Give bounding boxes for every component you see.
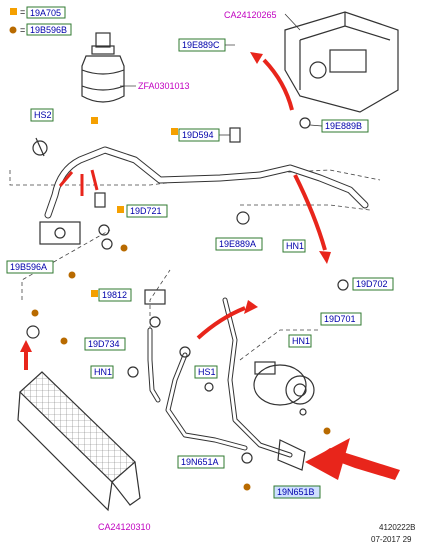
label-19d701: 19D701 <box>324 314 356 324</box>
label-19d734: 19D734 <box>88 339 120 349</box>
callout-ca24120310: CA24120310 <box>98 522 151 532</box>
hvac-unit-icon <box>284 11 399 113</box>
label-19n651a: 19N651A <box>181 457 219 467</box>
orange-square-marker <box>91 290 98 297</box>
orange-square-marker <box>117 206 124 213</box>
compressor-icon <box>253 361 315 416</box>
label-19e889c: 19E889C <box>182 40 220 50</box>
legend-code-19a705: 19A705 <box>30 8 61 18</box>
label-19812: 19812 <box>102 290 127 300</box>
brown-dot-marker <box>323 427 331 435</box>
label-19d721: 19D721 <box>130 206 162 216</box>
svg-text:=: = <box>20 25 25 35</box>
label-hs2: HS2 <box>34 110 52 120</box>
label-19d594: 19D594 <box>182 130 214 140</box>
label-hn1-top: HN1 <box>286 241 304 251</box>
red-arrow-icon <box>293 174 327 251</box>
legend-code-19b596b: 19B596B <box>30 25 67 35</box>
dashed-pipe-outline <box>9 169 381 186</box>
label-19e889a: 19E889A <box>219 239 256 249</box>
brown-dot-marker <box>68 271 76 279</box>
label-hn1-mid: HN1 <box>94 367 112 377</box>
svg-text:=: = <box>20 7 25 17</box>
label-19n651b: 19N651B <box>277 487 315 497</box>
lower-ac-lines <box>127 279 349 471</box>
footer-ref: 4120222B <box>379 523 415 532</box>
highlight-arrows <box>20 52 400 480</box>
label-hs1: HS1 <box>198 367 216 377</box>
orange-square-marker <box>171 128 178 135</box>
label-19d702: 19D702 <box>356 279 388 289</box>
red-arrow-icon <box>196 306 246 340</box>
condenser-icon <box>17 325 141 512</box>
brown-dot-marker <box>60 337 68 345</box>
red-arrow-icon <box>262 58 294 111</box>
callout-ca24120265: CA24120265 <box>224 10 277 20</box>
footer-date: 07-2017 29 <box>371 535 412 544</box>
upper-ac-hose <box>32 127 369 250</box>
orange-square-marker <box>91 117 98 124</box>
callout-labels: 19E889C 19E889B 19D594 HS2 19D721 19E889… <box>6 38 394 499</box>
label-19e889b: 19E889B <box>325 121 362 131</box>
markers <box>31 117 331 491</box>
legend: = 19A705 = 19B596B <box>9 6 72 36</box>
label-hn1-right: HN1 <box>292 336 310 346</box>
callout-zfa0301013: ZFA0301013 <box>138 81 190 91</box>
label-19b596a: 19B596A <box>10 262 47 272</box>
legend-brown-dot-icon <box>9 26 17 34</box>
brown-dot-marker <box>120 244 128 252</box>
brown-dot-marker <box>243 483 251 491</box>
brown-dot-marker <box>31 309 39 317</box>
legend-orange-square-icon <box>10 8 17 15</box>
receiver-drier-icon <box>81 32 136 103</box>
